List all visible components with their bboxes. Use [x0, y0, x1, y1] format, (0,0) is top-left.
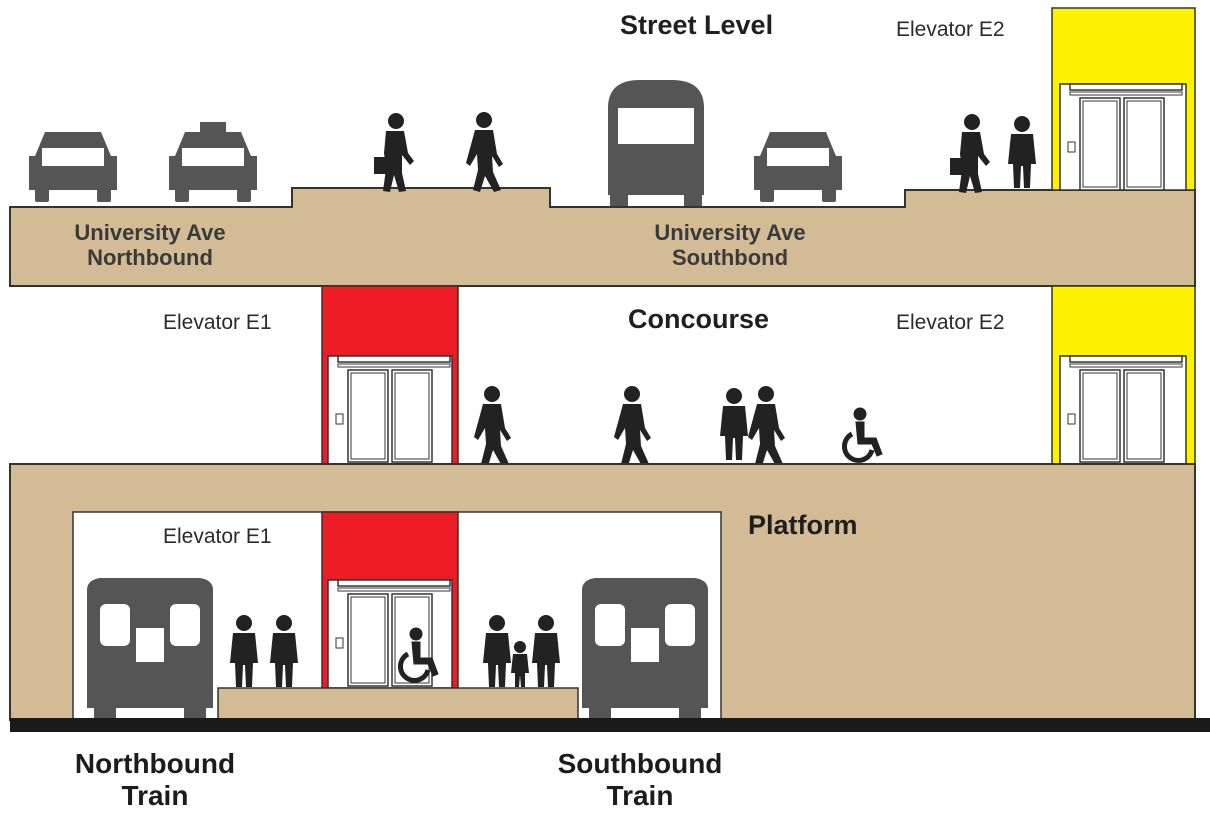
- wheelchair-icon: [844, 408, 882, 460]
- elevator-e2-label-street: Elevator E2: [896, 18, 1005, 41]
- street-name: University Ave: [654, 220, 806, 245]
- street-label-northbound: University Ave Northbound: [40, 220, 260, 271]
- train-word: Train: [121, 780, 189, 812]
- train-icon: [87, 578, 213, 718]
- taxi-icon: [169, 122, 257, 202]
- bus-icon: [608, 80, 704, 206]
- concourse-title: Concourse: [628, 304, 770, 334]
- elevator-e2-label-concourse: Elevator E2: [896, 311, 1005, 334]
- street-level-title: Street Level: [620, 10, 774, 40]
- train-label-northbound: Northbound Train: [40, 748, 270, 812]
- platform-title: Platform: [748, 510, 858, 540]
- street-direction: Northbound: [87, 245, 213, 271]
- car-icon: [754, 132, 842, 202]
- elevator-e1-label-platform: Elevator E1: [163, 525, 272, 548]
- car-icon: [29, 132, 117, 202]
- street-ground: [9, 187, 1196, 287]
- train-label-southbound: Southbound Train: [525, 748, 755, 812]
- train-direction: Northbound: [74, 748, 236, 779]
- train-direction: Southbound: [557, 748, 723, 779]
- train-icon: [582, 578, 708, 718]
- train-word: Train: [606, 780, 674, 812]
- street-name: University Ave: [74, 220, 226, 245]
- platform-island: [217, 687, 579, 721]
- elevator-e1-label-concourse: Elevator E1: [163, 311, 272, 334]
- street-direction: Southbond: [671, 245, 789, 271]
- pedestrian-icon: [374, 112, 1036, 193]
- track-base: [10, 718, 1210, 732]
- pedestrian-icon: [474, 386, 785, 466]
- street-label-southbound: University Ave Southbond: [620, 220, 840, 271]
